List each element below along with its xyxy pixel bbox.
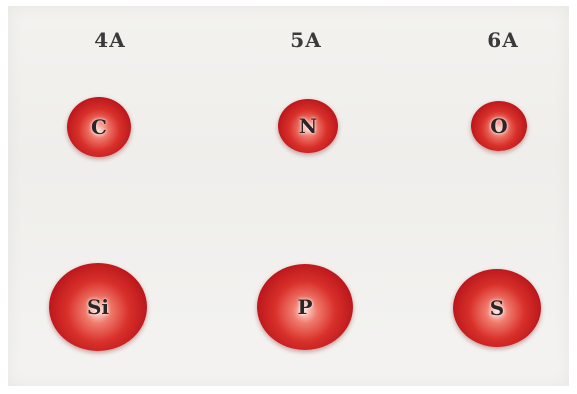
atom-nitrogen: N (278, 99, 338, 153)
group-header-6a: 6A (487, 28, 519, 52)
group-header-4a: 4A (94, 28, 126, 52)
atom-phosphorus: P (257, 264, 353, 350)
atom-sulfur: S (453, 269, 541, 347)
atom-symbol: S (489, 296, 505, 320)
atom-silicon: Si (49, 263, 147, 351)
atom-symbol: Si (86, 295, 110, 319)
atom-symbol: N (298, 114, 318, 138)
atom-symbol: P (297, 295, 313, 319)
atom-carbon: C (67, 97, 131, 157)
atom-symbol: O (490, 114, 508, 138)
atom-oxygen: O (471, 101, 527, 151)
atom-symbol: C (91, 115, 107, 139)
group-header-5a: 5A (290, 28, 322, 52)
